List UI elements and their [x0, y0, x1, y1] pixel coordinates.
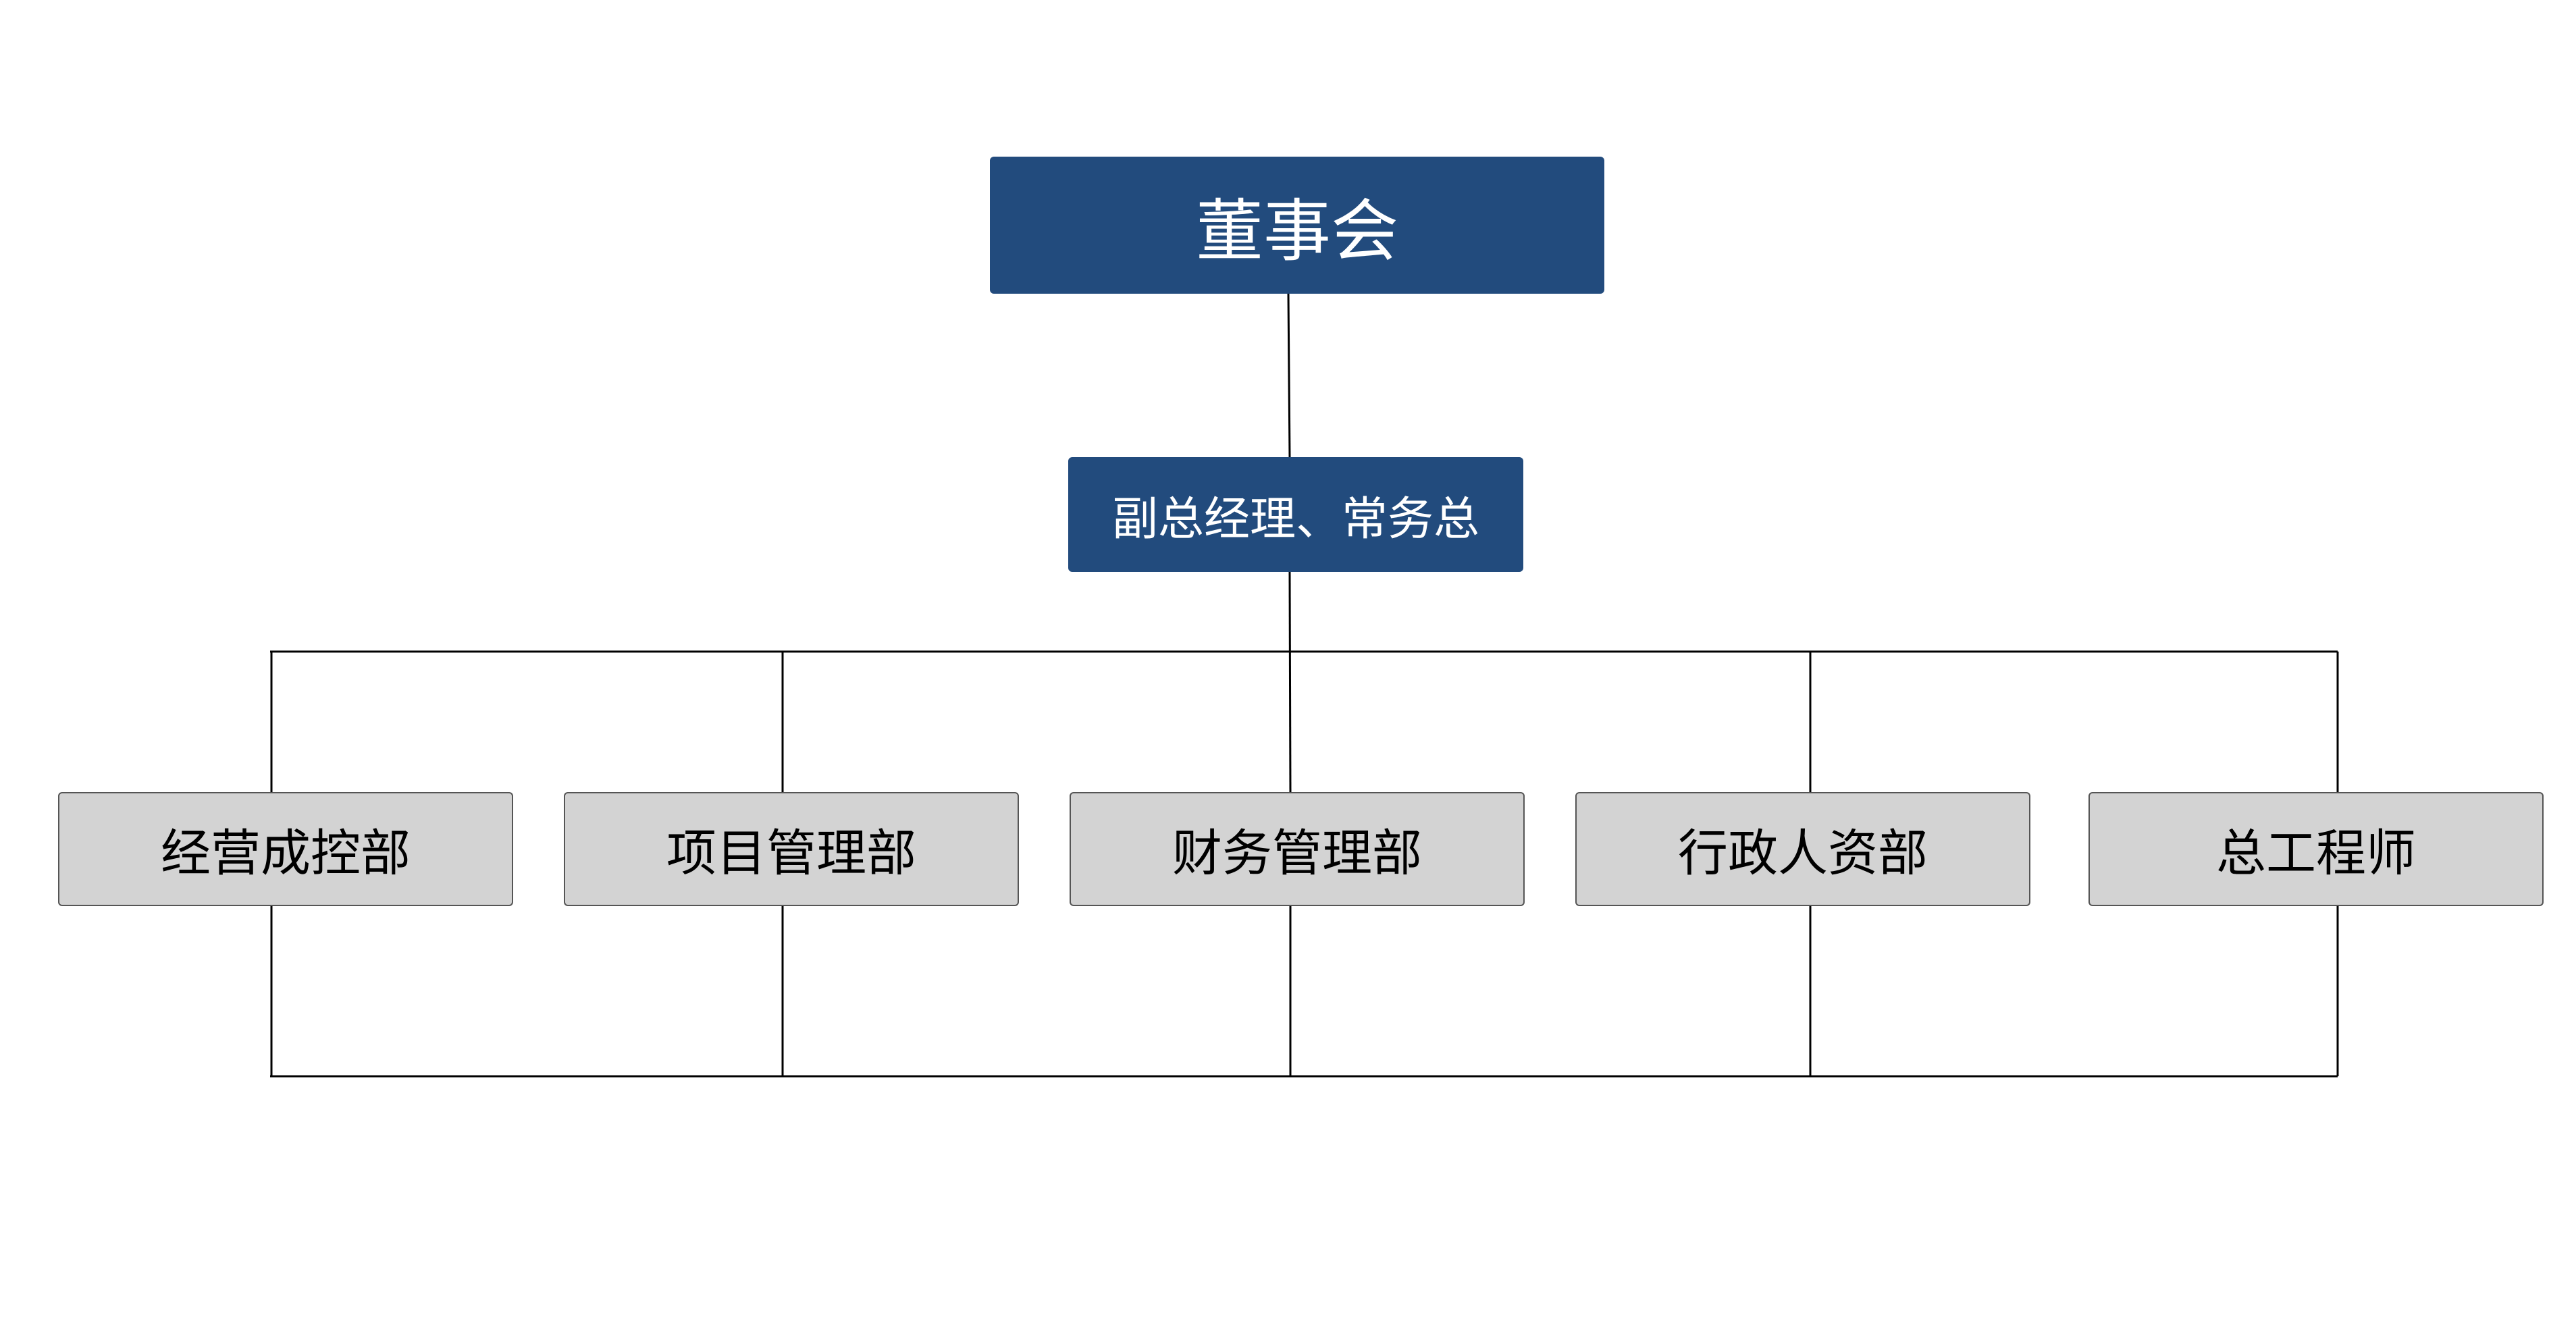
- node-department-label: 经营成控部: [161, 824, 411, 882]
- node-department: 财务管理部: [1070, 792, 1525, 906]
- node-board-label: 董事会: [1196, 192, 1398, 271]
- node-department-label: 财务管理部: [1172, 824, 1422, 882]
- node-department: 总工程师: [2088, 792, 2544, 906]
- node-department-label: 项目管理部: [666, 824, 916, 882]
- node-department-label: 行政人资部: [1678, 824, 1928, 882]
- node-board: 董事会: [990, 157, 1604, 294]
- node-deputy: 副总经理、常务总: [1068, 457, 1523, 572]
- node-department: 经营成控部: [58, 792, 513, 906]
- node-department: 行政人资部: [1575, 792, 2030, 906]
- node-department: 项目管理部: [564, 792, 1019, 906]
- node-deputy-label: 副总经理、常务总: [1111, 492, 1479, 546]
- connector-board-deputy: [1287, 293, 1291, 458]
- node-department-label: 总工程师: [2216, 824, 2416, 882]
